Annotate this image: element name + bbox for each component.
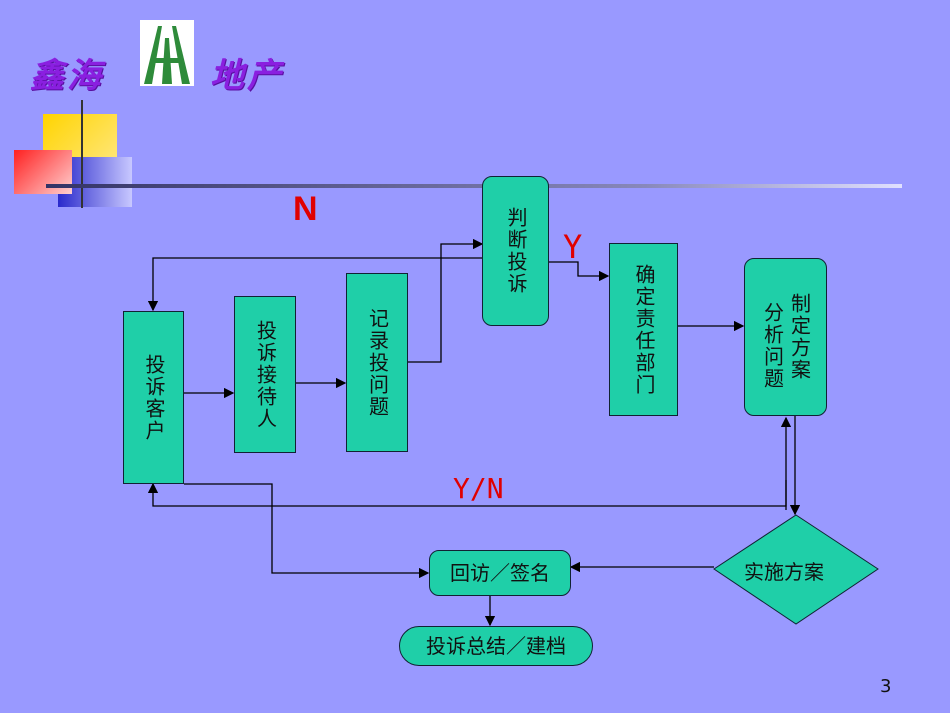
page-number: 3: [880, 676, 892, 697]
node-judge: 判断投诉: [482, 176, 549, 326]
logo-icon: [140, 20, 194, 86]
node-summary: 投诉总结／建档: [399, 626, 593, 666]
decor-vertical-line: [81, 100, 83, 208]
edge-analyze-complainant: [147, 480, 787, 507]
brand-name-left: 鑫海: [30, 56, 104, 96]
edge-label-yes-no: Y/N: [453, 472, 504, 505]
node-followup-label: 回访／签名: [450, 560, 550, 585]
edge-complainant-followup: [184, 483, 430, 579]
node-complainant-label: 投诉客户: [142, 353, 166, 442]
node-reception: 投诉接待人: [234, 296, 296, 453]
node-record: 记录投问题: [346, 273, 408, 452]
node-record-label: 记录投问题: [365, 307, 390, 418]
header-divider-line: [46, 184, 902, 188]
node-department-label: 确定责任部门: [632, 263, 656, 396]
node-analyze: 制定方案 分析问题: [744, 258, 827, 416]
node-analyze-label-col2: 制定方案: [787, 293, 812, 381]
node-followup: 回访／签名: [429, 550, 571, 596]
edge-judge-complainant: [147, 257, 482, 312]
node-complainant: 投诉客户: [123, 311, 184, 484]
edge-label-no: N: [293, 190, 318, 228]
node-summary-label: 投诉总结／建档: [426, 633, 566, 658]
node-analyze-label-col1: 分析问题: [760, 302, 785, 390]
edge-judge-department: [549, 261, 610, 282]
edge-record-judge: [408, 238, 484, 363]
brand-name-right: 地产: [210, 56, 284, 96]
node-reception-label: 投诉接待人: [253, 319, 278, 430]
node-implement-label: 实施方案: [744, 560, 824, 584]
node-judge-label: 判断投诉: [504, 207, 528, 295]
node-department: 确定责任部门: [609, 243, 678, 416]
edge-label-yes: Y: [563, 228, 583, 266]
implement-diamond: [713, 514, 879, 625]
